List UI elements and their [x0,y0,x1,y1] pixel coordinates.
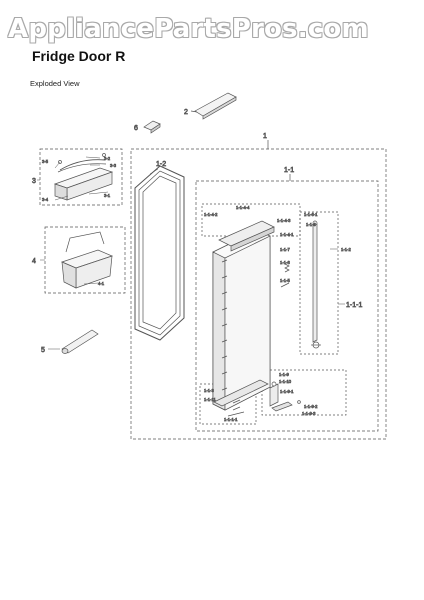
part-6-clip [143,120,161,134]
sub-box-hinge [261,369,347,416]
label-1-1-4-4: 1-1-4-4 [236,205,250,210]
part-2-trim-strip [190,92,237,120]
label-1-1-3: 1-1-3 [204,388,214,393]
callout-3-2: 3-2 [104,156,111,161]
part-hinge [269,381,301,412]
part-4-box [44,226,126,294]
callout-4: 4 [32,258,36,265]
callout-1-1-2: 1-1-2 [341,247,351,252]
label-1-1-8: 1-1-8 [280,260,290,265]
callout-3-5: 3-5 [42,159,49,164]
label-1-1-9-1: 1-1-9-1 [280,389,294,394]
part-bottom-screws [227,399,245,417]
callout-3: 3 [32,178,36,185]
label-1-1-11: 1-1-11 [204,397,216,402]
label-1-1-9-2: 1-1-9-2 [304,404,318,409]
callout-3-4: 3-4 [42,197,49,202]
label-1-1-10: 1-1-10 [279,379,292,384]
page-title: Fridge Door R [32,48,126,64]
callout-3-3: 3-3 [110,163,117,168]
watermark-logo: AppliancePartsPros.com [8,14,369,44]
callout-2: 2 [184,109,188,116]
assembly-1-1-box [195,180,379,432]
label-1-1-7: 1-1-7 [280,247,290,252]
callout-1: 1 [263,133,267,140]
label-1-1-9-3: 1-1-9-3 [302,411,316,416]
callout-5: 5 [41,347,45,354]
view-subtitle: Exploded View [30,79,80,88]
sub-box-handle-bar [299,211,339,355]
part-3-box [39,148,123,206]
assembly-1-box [130,148,387,440]
callout-3-1: 3-1 [104,193,111,198]
label-1-1-9: 1-1-9 [279,372,289,377]
label-1-1-4-2: 1-1-4-2 [204,212,218,217]
leader-lines [37,156,345,350]
label-1-1-5: 1-1-5 [280,278,290,283]
part-3-door-guard [53,153,114,201]
part-handle-bar [311,220,321,349]
callout-1-1: 1-1 [284,167,294,174]
label-1-1-6-1: 1-1-6-1 [304,212,318,217]
door-panel [212,220,290,411]
callout-6: 6 [134,125,138,132]
label-1-1-6: 1-1-6 [306,222,316,227]
label-1-1-1-1: 1-1-1-1 [224,417,238,422]
callout-1-2: 1-2 [156,161,166,168]
part-4-door-bin [61,231,113,289]
callout-4-1: 4-1 [98,281,105,286]
label-1-1-4-3: 1-1-4-3 [277,218,291,223]
callout-1-1-1: 1-1-1 [346,302,362,309]
label-1-1-4-1: 1-1-4-1 [280,232,294,237]
part-5-cylinder [61,329,99,354]
part-1-2-gasket [134,165,185,341]
